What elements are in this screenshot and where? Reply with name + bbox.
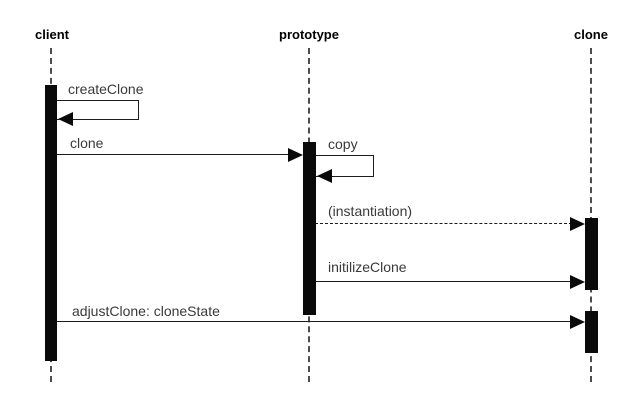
activation-bar-prototype	[303, 142, 316, 315]
message-adjustclone-label: adjustClone: cloneState	[72, 303, 220, 319]
lifeline-label-clone: clone	[574, 27, 608, 42]
message-clone-line	[57, 154, 290, 155]
message-copy-arrowhead	[317, 169, 332, 183]
message-instantiation-arrowhead	[570, 217, 585, 231]
message-initilizeclone-arrowhead	[570, 275, 585, 289]
message-initilizeclone-line	[315, 281, 572, 282]
message-createclone-arrowhead	[58, 112, 73, 126]
activation-bar-client	[45, 85, 57, 361]
message-initilizeclone-label: initilizeClone	[328, 259, 407, 275]
lifeline-label-client: client	[35, 27, 69, 42]
lifeline-clone	[590, 48, 592, 382]
message-clone-label: clone	[70, 135, 104, 151]
message-adjustclone-arrowhead	[570, 315, 585, 329]
message-copy-label: copy	[328, 136, 358, 152]
message-createclone-label: createClone	[68, 81, 144, 97]
message-copy-loop	[316, 155, 374, 177]
activation-bar-clone-2	[585, 311, 598, 353]
message-createclone-loop	[57, 100, 139, 120]
message-clone-arrowhead	[288, 148, 303, 162]
message-adjustclone-line	[57, 321, 572, 322]
message-instantiation-line	[315, 223, 572, 224]
lifeline-label-prototype: prototype	[279, 27, 339, 42]
activation-bar-clone-1	[585, 218, 598, 290]
message-instantiation-label: (instantiation)	[328, 203, 413, 219]
